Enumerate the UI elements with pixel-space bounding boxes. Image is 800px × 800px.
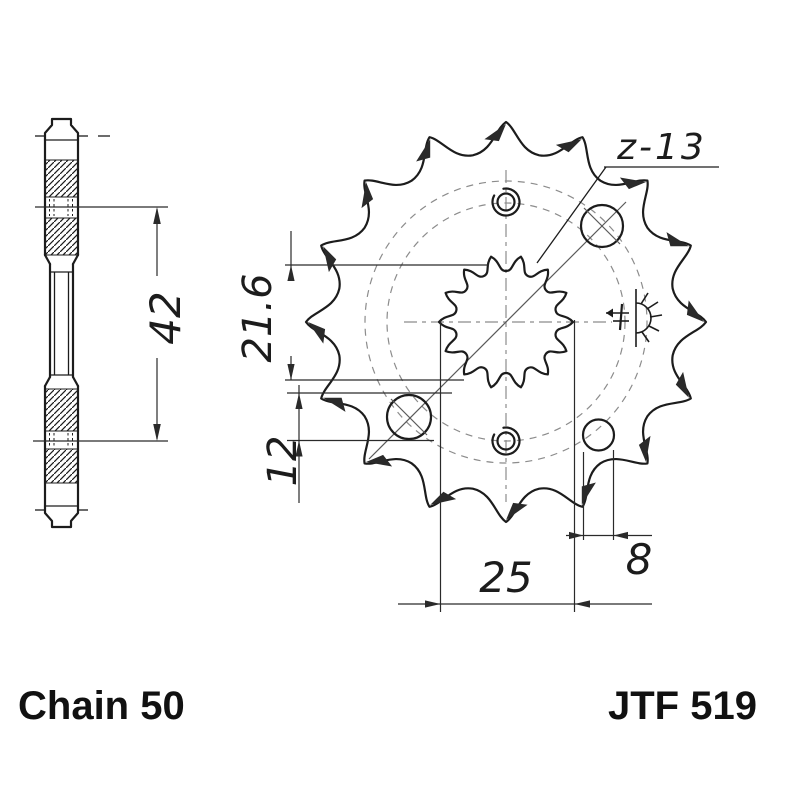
diagonal-centerline xyxy=(368,201,627,460)
rivet-hole-top xyxy=(491,187,521,217)
dim-12-text: 12 xyxy=(260,436,306,487)
dim-21-6-text: 21.6 xyxy=(235,273,281,362)
dimension-21-6: 21.6 xyxy=(235,231,489,381)
lightening-hole-upper-right xyxy=(579,203,625,249)
dimension-42: 42 xyxy=(33,206,190,442)
hatch-band-lower-b xyxy=(44,448,79,484)
side-top-tooth xyxy=(43,117,80,142)
dim-42-text: 42 xyxy=(141,291,190,344)
dim-25-text: 25 xyxy=(479,553,532,602)
dimension-25: 25 xyxy=(398,553,652,608)
hole-lower-right xyxy=(581,418,616,452)
dimension-8: 8 xyxy=(566,450,652,584)
teeth-count-label: z-13 xyxy=(616,127,707,168)
front-view: z-13 xyxy=(304,120,719,612)
side-bottom-tooth xyxy=(43,504,80,529)
dimension-12: 12 xyxy=(260,385,452,503)
teeth-count-leader xyxy=(536,166,607,264)
hatch-band-upper-b xyxy=(44,217,79,256)
chain-size-caption: Chain 50 xyxy=(18,684,185,728)
surface-finish-icon xyxy=(606,289,663,347)
hatch-band-lower-a xyxy=(44,388,79,432)
hatch-band-upper-a xyxy=(44,159,79,198)
dim-8-text: 8 xyxy=(626,535,653,584)
part-number-caption: JTF 519 xyxy=(608,684,757,728)
side-view xyxy=(35,117,110,529)
lightening-hole-lower-left xyxy=(385,393,433,441)
spline-section-dashes-lower xyxy=(49,433,73,447)
rivet-hole-bottom xyxy=(491,426,521,456)
spline-bore xyxy=(437,255,575,389)
